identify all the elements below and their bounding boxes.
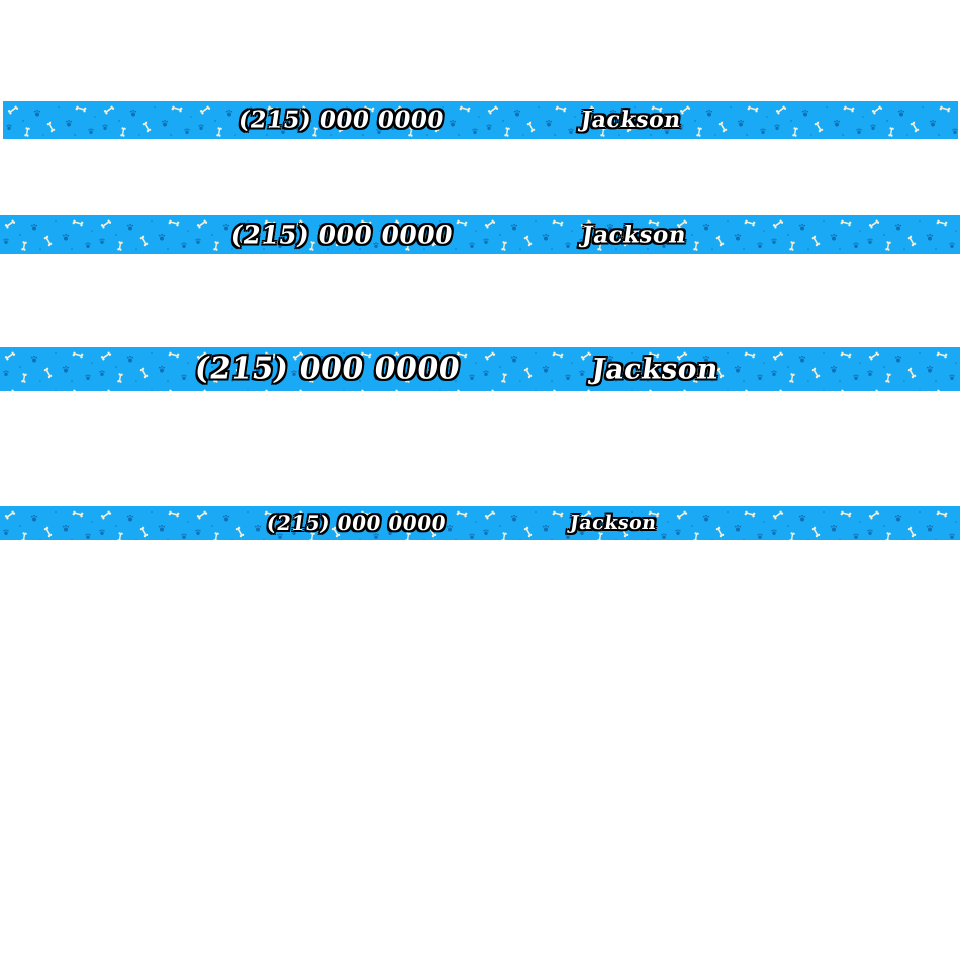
name-tag-strip: (215) 000 0000 Jackson [0, 347, 960, 391]
pet-name: Jackson [589, 352, 721, 386]
phone-number: (215) 000 0000 [192, 351, 463, 387]
pet-name: Jackson [579, 107, 683, 133]
name-tag-strip: (215) 000 0000 Jackson [3, 101, 958, 139]
bone-paw-pattern-icon [0, 347, 960, 391]
phone-number: (215) 000 0000 [265, 511, 448, 535]
pet-name: Jackson [580, 221, 689, 248]
bone-paw-pattern-icon [3, 101, 958, 139]
phone-number: (215) 000 0000 [228, 220, 456, 249]
bone-paw-pattern-icon [0, 215, 960, 254]
phone-number: (215) 000 0000 [237, 106, 446, 134]
name-tag-strip: (215) 000 0000 Jackson [0, 215, 960, 254]
bone-paw-pattern-icon [0, 506, 960, 540]
pet-name: Jackson [568, 512, 659, 534]
name-tag-strip: (215) 000 0000 Jackson [0, 506, 960, 540]
